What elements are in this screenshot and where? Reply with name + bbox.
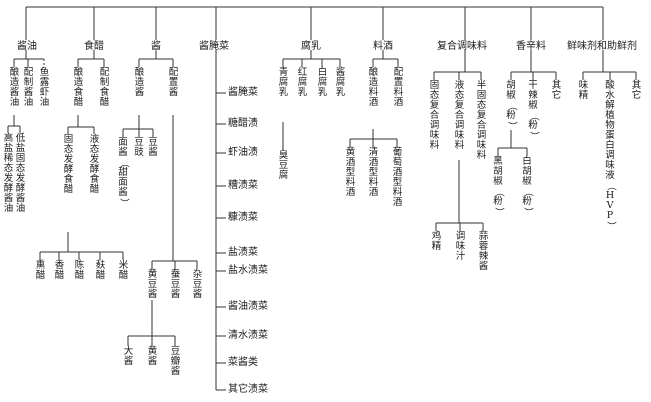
node-umami-other: 其它 — [631, 80, 642, 101]
node-brewed-soy-sauce: 酿造酱油 — [9, 67, 20, 108]
node-pickle-sauce: 菜酱类 — [228, 357, 258, 368]
node-msg: 味精 — [578, 80, 589, 101]
node-fish-sauce-shrimp-oil: 鱼露虾油 — [39, 67, 50, 108]
category-pickles: 酱腌菜 — [199, 41, 229, 52]
node-smoked-vinegar: 熏醋 — [35, 260, 46, 281]
node-doubanjiang: 豆瓣酱 — [170, 346, 181, 377]
category-cooking-wine: 料酒 — [373, 41, 393, 52]
node-sweet-flour-paste: 面酱（甜面酱） — [118, 137, 129, 208]
node-grape-wine-type: 葡萄酒型料酒 — [392, 147, 403, 208]
node-douchi: 豆豉 — [134, 137, 144, 158]
node-rice-vinegar: 米醋 — [118, 260, 129, 281]
node-brewed-wine: 酿造料酒 — [368, 67, 379, 108]
category-compound-seasoning: 复合调味料 — [437, 41, 487, 52]
node-broad-bean-paste: 蚕豆酱 — [170, 269, 181, 300]
category-paste: 酱 — [151, 41, 161, 52]
node-dried-chili: 干辣椒（粉） — [528, 80, 539, 141]
node-soy-tofu: 酱腐乳 — [335, 67, 346, 98]
node-huangjiang: 黄酱 — [147, 346, 158, 367]
node-semi-solid-compound: 半固态复合调味料 — [476, 80, 487, 161]
node-solid-fermented-vinegar: 固态发酵食醋 — [63, 134, 74, 195]
node-green-tofu: 青腐乳 — [278, 67, 289, 98]
node-high-salt-dilute-soy: 高盐稀态发酵酱油 — [3, 133, 14, 214]
node-pickle-salted: 盐渍菜 — [228, 247, 258, 258]
category-soy-sauce: 酱油 — [17, 41, 37, 52]
node-black-pepper: 黑胡椒（粉） — [493, 156, 504, 217]
node-liquid-compound: 液态复合调味料 — [454, 80, 465, 151]
node-brewed-paste: 酿造酱 — [134, 67, 145, 98]
node-pickle-other: 其它渍菜 — [228, 384, 268, 395]
node-soybean-paste: 黄豆酱 — [147, 269, 158, 300]
node-brewed-vinegar: 酿造食醋 — [73, 67, 84, 108]
node-pickle-bran: 糠渍菜 — [228, 212, 258, 223]
node-blended-paste: 配置酱 — [168, 67, 179, 98]
node-pickle-shrimp-oil: 虾油渍 — [228, 147, 258, 158]
node-aged-vinegar: 陈醋 — [74, 260, 85, 281]
node-yellow-wine-type: 黄酒型料酒 — [345, 147, 356, 198]
node-solid-compound: 固态复合调味料 — [429, 80, 440, 151]
node-bran-vinegar: 麸醋 — [95, 260, 106, 281]
node-bean-paste: 豆酱 — [148, 137, 158, 158]
node-blended-soy-sauce: 配制酱油 — [23, 67, 34, 108]
node-blended-vinegar: 配制食醋 — [99, 67, 110, 108]
node-seasoning-juice: 调味汁 — [455, 231, 466, 262]
node-pickle-sweet-sour: 糖醋渍 — [228, 118, 258, 129]
node-sake-type: 清酒型料酒 — [368, 147, 379, 198]
node-chicken-essence: 鸡精 — [431, 231, 442, 252]
node-dajiang: 大酱 — [123, 346, 134, 367]
node-blended-wine: 配置料酒 — [393, 67, 404, 108]
node-spice-other: 其它 — [551, 80, 562, 101]
node-liquid-fermented-vinegar: 液态发酵食醋 — [89, 134, 100, 195]
category-umami-agents: 鲜味剂和助鲜剂 — [567, 41, 637, 52]
category-spices: 香辛料 — [516, 41, 546, 52]
node-low-salt-solid-soy: 低盐固态发酵酱油 — [15, 133, 26, 214]
category-vinegar: 食醋 — [84, 41, 104, 52]
node-white-tofu: 白腐乳 — [317, 67, 328, 98]
node-pickle-soy: 酱油渍菜 — [228, 301, 268, 312]
node-garlic-chili-sauce: 蒜蓉辣酱 — [478, 231, 489, 272]
node-aromatic-vinegar: 香醋 — [54, 260, 65, 281]
category-fermented-tofu: 腐乳 — [301, 41, 321, 52]
node-pickle-jiangyan: 酱腌菜 — [228, 87, 258, 98]
node-stinky-tofu: 臭豆腐 — [278, 150, 289, 181]
node-mixed-bean-paste: 杂豆酱 — [192, 269, 203, 300]
node-pickle-lees: 糟渍菜 — [228, 180, 258, 191]
node-pickle-brine: 盐水渍菜 — [228, 265, 268, 276]
node-white-pepper: 白胡椒（粉） — [522, 156, 533, 217]
node-red-tofu: 红腐乳 — [297, 67, 308, 98]
node-pepper-powder: 胡椒（粉） — [506, 80, 517, 131]
node-pickle-water: 清水渍菜 — [228, 330, 268, 341]
